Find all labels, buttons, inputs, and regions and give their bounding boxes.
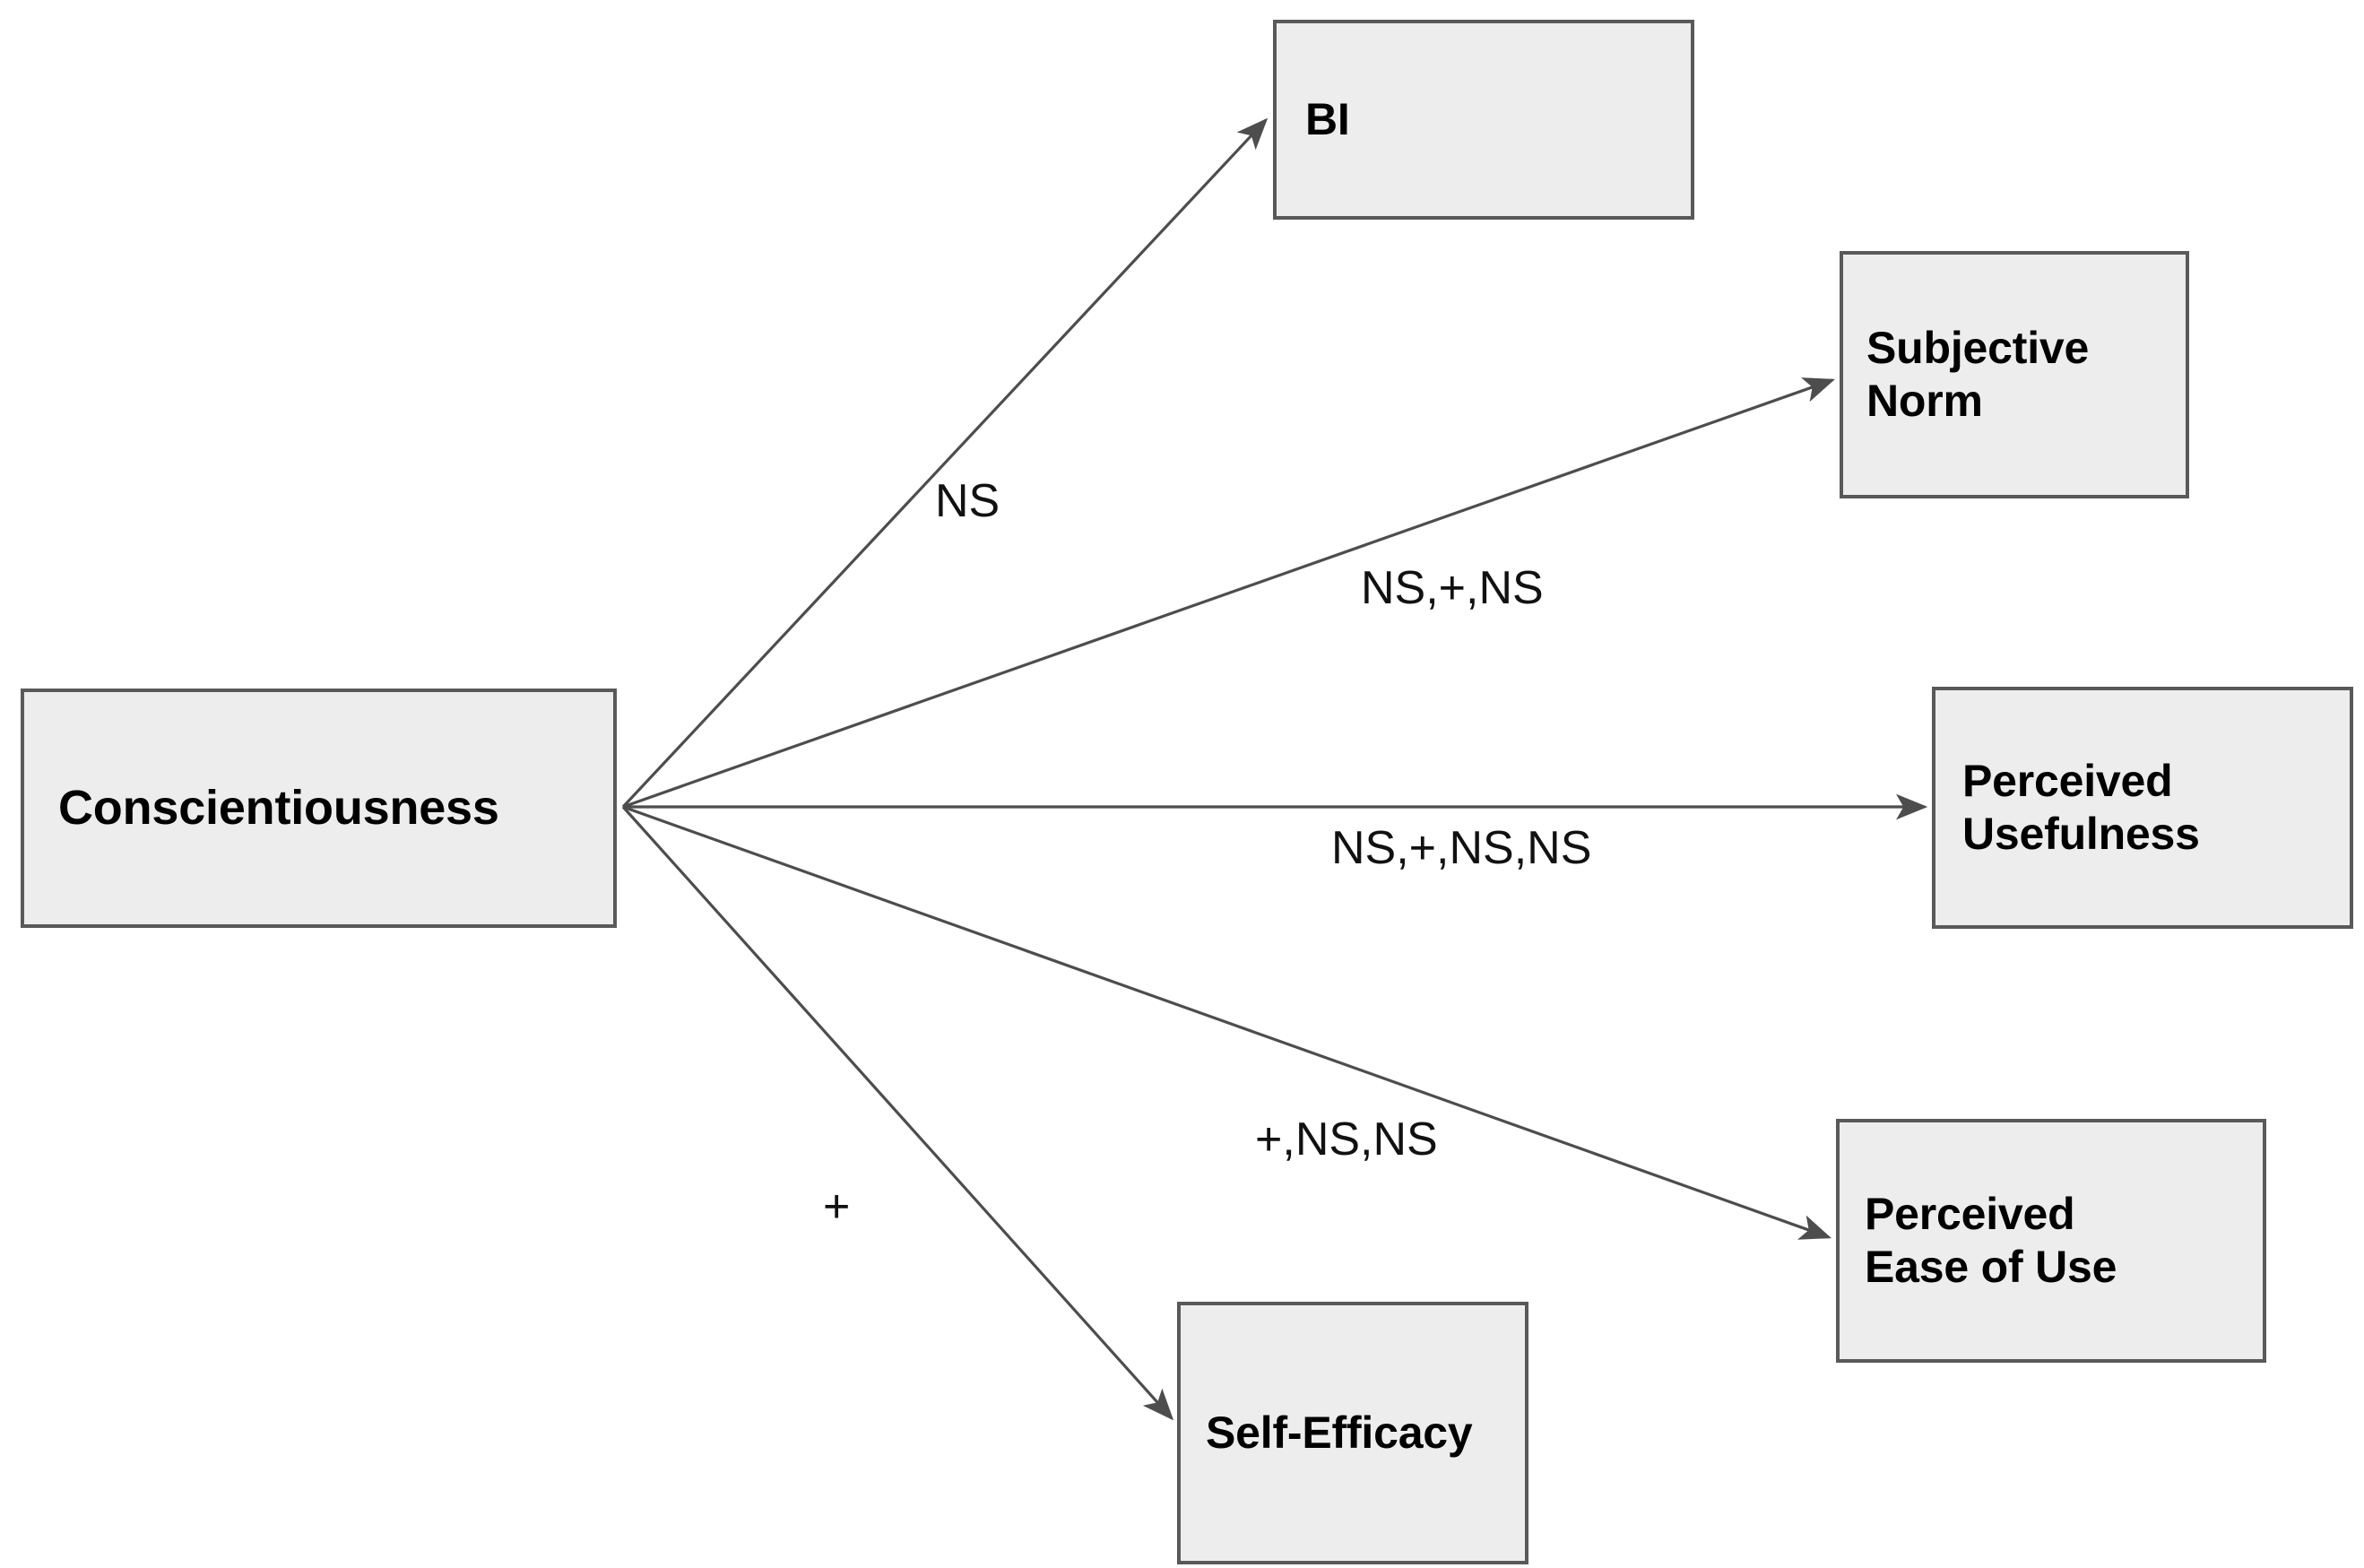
- edge-conscientiousness-to-bi: [621, 117, 1269, 809]
- node-subjective-norm[interactable]: Subjective Norm: [1840, 251, 2189, 498]
- node-label-subjective-norm: Subjective Norm: [1866, 323, 2090, 426]
- node-perceived-usefulness[interactable]: Perceived Usefulness: [1932, 687, 2353, 929]
- node-self-efficacy[interactable]: Self-Efficacy: [1177, 1302, 1528, 1564]
- node-label-conscientiousness: Conscientiousness: [58, 780, 499, 835]
- edge-conscientiousness-to-subjective-norm: [622, 377, 1836, 809]
- node-label-perceived-ease-of-use: Perceived Ease of Use: [1865, 1189, 2117, 1292]
- edge-conscientiousness-to-self-efficacy: [621, 805, 1174, 1421]
- edge-label-conscientiousness-to-self-efficacy: +: [823, 1181, 851, 1233]
- node-label-self-efficacy: Self-Efficacy: [1206, 1408, 1473, 1458]
- node-perceived-ease-of-use[interactable]: Perceived Ease of Use: [1836, 1119, 2266, 1363]
- node-bi[interactable]: BI: [1273, 20, 1694, 220]
- edge-conscientiousness-to-perceived-ease-of-use: [622, 805, 1832, 1240]
- node-label-bi: BI: [1305, 94, 1350, 144]
- edge-label-conscientiousness-to-perceived-usefulness: NS,+,NS,NS: [1331, 822, 1592, 874]
- edge-label-conscientiousness-to-perceived-ease-of-use: +,NS,NS: [1255, 1113, 1438, 1165]
- node-conscientiousness[interactable]: Conscientiousness: [21, 689, 617, 928]
- edge-label-conscientiousness-to-bi: NS: [935, 475, 1000, 527]
- node-label-perceived-usefulness: Perceived Usefulness: [1962, 756, 2200, 859]
- edge-label-conscientiousness-to-subjective-norm: NS,+,NS: [1361, 562, 1544, 614]
